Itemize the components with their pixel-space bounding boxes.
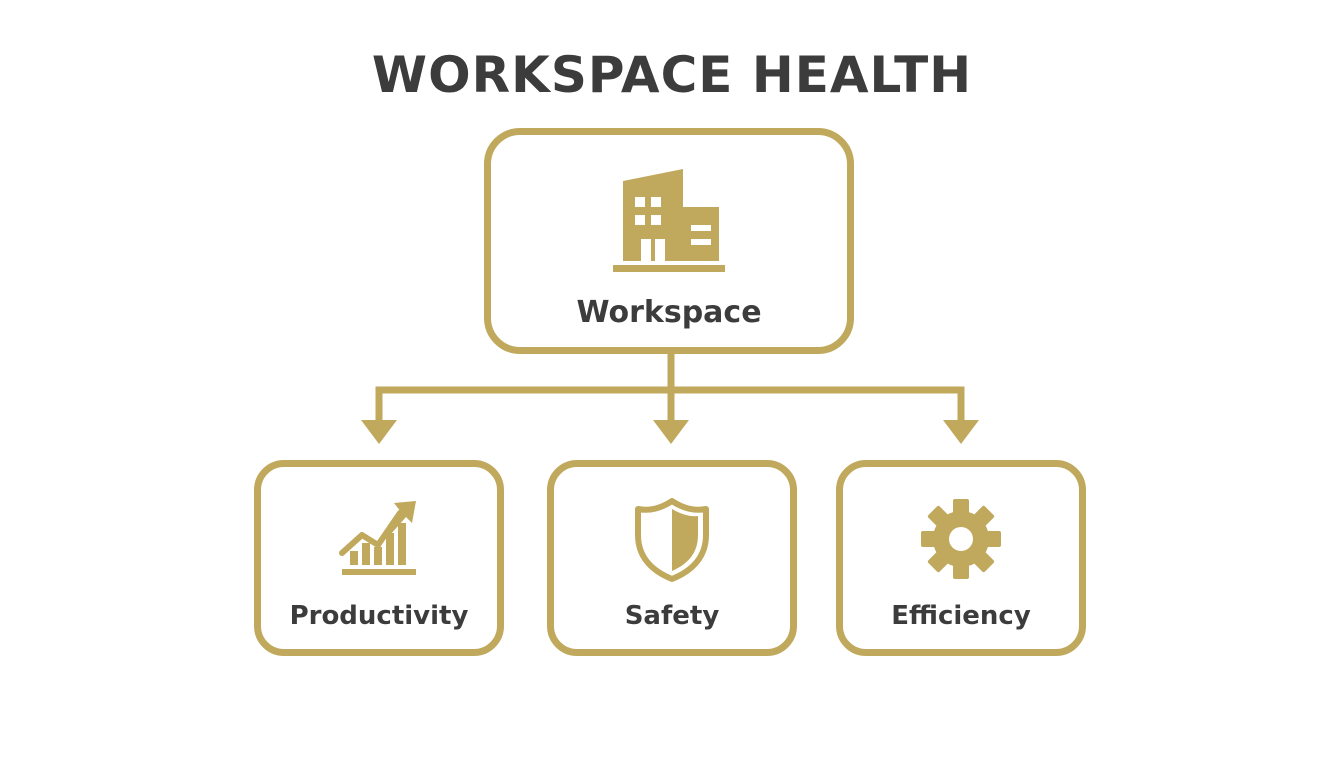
productivity-label: Productivity xyxy=(289,601,469,631)
arrowhead-middle xyxy=(653,420,689,444)
arrowhead-left xyxy=(361,420,397,444)
growth-chart-icon xyxy=(261,497,497,579)
gear-icon xyxy=(843,497,1079,581)
safety-label: Safety xyxy=(624,601,720,631)
efficiency-node: Efficiency xyxy=(836,460,1086,656)
diagram-title: WORKSPACE HEALTH xyxy=(371,46,973,104)
workspace-label: Workspace xyxy=(576,295,762,330)
workspace-node: Workspace xyxy=(484,128,854,354)
shield-icon xyxy=(554,497,790,583)
efficiency-label: Efficiency xyxy=(891,601,1031,631)
productivity-node: Productivity xyxy=(254,460,504,656)
office-building-icon xyxy=(491,161,847,275)
arrowhead-right xyxy=(943,420,979,444)
safety-node: Safety xyxy=(547,460,797,656)
